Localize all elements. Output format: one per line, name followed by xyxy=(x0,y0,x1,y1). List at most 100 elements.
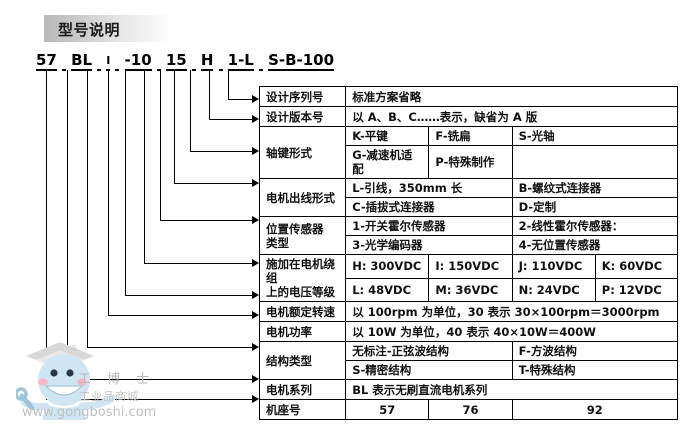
table-row: 电机出线形式 L-引线，350mm 长 B-螺纹式连接器 xyxy=(258,178,679,217)
row-value-rated-speed: 以 100rpm 为单位，30 表示 30×100rpm＝3000rpm xyxy=(345,301,678,322)
code-underline-gap xyxy=(156,52,161,71)
leader-vline-2 xyxy=(209,70,210,119)
leader-hline-10 xyxy=(67,379,253,380)
code-segment-series: BL xyxy=(71,51,93,71)
leader-vline-8 xyxy=(108,70,109,315)
row-label-winding-voltage: 施加在电机绕组 上的电压等级 xyxy=(258,254,347,302)
cell-lead-c: C-插拔式连接器 xyxy=(345,197,513,217)
cell-lead-b: B-螺纹式连接器 xyxy=(511,178,679,198)
row-label-motor-series: 电机系列 xyxy=(258,379,347,400)
specification-table-body: 设计序列号 标准方案省略 设计版本号 以 A、B、C……表示，缺省为 A 版 轴… xyxy=(258,86,679,420)
leader-arrow-1 xyxy=(252,95,259,103)
cell-voltage-i: I: 150VDC xyxy=(428,254,513,279)
leader-hline-11 xyxy=(46,399,253,400)
code-segment-speed: 15 xyxy=(165,51,187,71)
cell-sensor-4: 4-无位置传感器 xyxy=(511,235,679,255)
row-label-rated-speed: 电机额定转速 xyxy=(258,301,347,322)
table-row: 电机系列 BL 表示无刷直流电机系列 xyxy=(258,379,678,400)
table-row: 设计序列号 标准方案省略 xyxy=(258,86,678,107)
cell-shaft-key-g: G-减速机适配 xyxy=(345,145,430,179)
leader-arrow-3 xyxy=(252,147,259,155)
specification-table: 设计序列号 标准方案省略 设计版本号 以 A、B、C……表示，缺省为 A 版 轴… xyxy=(258,86,679,420)
watermark: ® 工 博 士 工业品商城 www.gongboshi.com xyxy=(8,330,238,425)
row-value-motor-power: 以 10W 为单位，40 表示 40×10W＝400W xyxy=(345,321,678,342)
leader-vline-1 xyxy=(228,70,229,99)
page-title: 型号说明 xyxy=(58,21,121,39)
watermark-url: www.gongboshi.com xyxy=(22,405,157,420)
leader-hline-9 xyxy=(87,347,253,348)
leader-vline-4 xyxy=(174,70,175,183)
mascot-icon xyxy=(16,342,116,420)
table-row: 结构类型 无标注-正弦波结构 F-方波结构 xyxy=(258,341,679,380)
leader-vline-10 xyxy=(67,70,68,379)
table-row: S-精密结构 T-特殊结构 xyxy=(260,360,679,380)
row-label-line-1: 位置传感器 xyxy=(266,221,324,236)
cell-structure-t: T-特殊结构 xyxy=(511,360,679,380)
cell-shaft-key-s: S-光轴 xyxy=(511,126,679,146)
registered-trademark-mark: ® xyxy=(70,344,78,353)
row-value-design-serial: 标准方案省略 xyxy=(345,86,678,107)
cell-sensor-1: 1-开关霍尔传感器 xyxy=(345,216,513,236)
leader-arrow-10 xyxy=(252,375,259,383)
leader-hline-1 xyxy=(228,99,253,100)
leader-arrow-11 xyxy=(252,395,259,403)
leader-hline-5 xyxy=(160,220,253,221)
code-segment-frame-size: 57 xyxy=(36,51,57,71)
code-segment-shaft-design: S-B-100 xyxy=(268,51,335,71)
cell-shaft-key-f: F-铣扁 xyxy=(428,126,513,146)
row-label-line-1: 施加在电机绕组 xyxy=(266,257,335,285)
leader-hline-3 xyxy=(190,151,253,152)
section-title-background xyxy=(44,15,169,42)
table-row: 电机功率 以 10W 为单位，40 表示 40×10W＝400W xyxy=(258,321,678,342)
cell-frame-92: 92 xyxy=(511,399,679,420)
leader-hline-7 xyxy=(125,295,253,296)
cell-structure-s: S-精密结构 xyxy=(345,360,513,380)
code-segment-structure: I xyxy=(106,52,111,71)
code-underline-gap xyxy=(218,52,223,71)
row-label-line-2: 类型 xyxy=(266,235,289,250)
leader-hline-6 xyxy=(144,263,253,264)
leader-arrow-9 xyxy=(252,343,259,351)
cell-voltage-h: H: 300VDC xyxy=(345,254,430,279)
row-value-motor-series: BL 表示无刷直流电机系列 xyxy=(345,379,678,400)
leader-arrow-5 xyxy=(252,216,259,224)
leader-vline-5 xyxy=(160,70,161,220)
row-label-motor-power: 电机功率 xyxy=(258,321,347,342)
cell-shaft-key-empty xyxy=(511,145,679,179)
leader-arrow-4 xyxy=(252,179,259,187)
leader-arrow-7 xyxy=(252,291,259,299)
leader-vline-3 xyxy=(190,70,191,151)
cell-voltage-l: L: 48VDC xyxy=(345,277,430,302)
cell-voltage-j: J: 110VDC xyxy=(511,254,596,279)
cell-voltage-p: P: 12VDC xyxy=(594,277,679,302)
leader-arrow-8 xyxy=(252,311,259,319)
code-underline-gap xyxy=(61,52,66,71)
leader-vline-6 xyxy=(144,70,145,263)
cell-voltage-k: K: 60VDC xyxy=(594,254,679,279)
cell-sensor-3: 3-光学编码器 xyxy=(345,235,513,255)
row-label-structure-type: 结构类型 xyxy=(258,341,347,380)
code-underline-gap xyxy=(258,52,263,71)
row-value-design-version: 以 A、B、C……表示，缺省为 A 版 xyxy=(345,106,678,127)
watermark-brand: 工 博 士 xyxy=(78,372,156,387)
watermark-subtitle: 工业品商城 xyxy=(79,390,139,403)
leader-vline-7 xyxy=(125,70,126,295)
cell-lead-l: L-引线，350mm 长 xyxy=(345,178,513,198)
row-label-shaft-key-type: 轴键形式 xyxy=(258,126,347,179)
leader-hline-4 xyxy=(174,183,253,184)
code-underline-gap xyxy=(191,52,196,71)
cell-lead-d: D-定制 xyxy=(511,197,679,217)
cell-sensor-2: 2-线性霍尔传感器： xyxy=(511,216,679,236)
cell-structure-f: F-方波结构 xyxy=(511,341,679,361)
row-label-design-serial: 设计序列号 xyxy=(258,86,347,107)
code-segment-voltage: H xyxy=(200,51,214,71)
row-label-line-2: 上的电压等级 xyxy=(266,285,335,299)
table-row: 轴键形式 K-平键 F-铣扁 S-光轴 xyxy=(258,126,679,179)
row-label-lead-wire-type: 电机出线形式 xyxy=(258,178,347,217)
table-row: 施加在电机绕组 上的电压等级 H: 300VDC I: 150VDC J: 11… xyxy=(258,254,679,302)
cell-frame-76: 76 xyxy=(428,399,513,420)
leader-hline-2 xyxy=(209,119,253,120)
code-underline-gap xyxy=(115,52,120,71)
table-row: 机座号 57 76 92 xyxy=(258,399,679,420)
